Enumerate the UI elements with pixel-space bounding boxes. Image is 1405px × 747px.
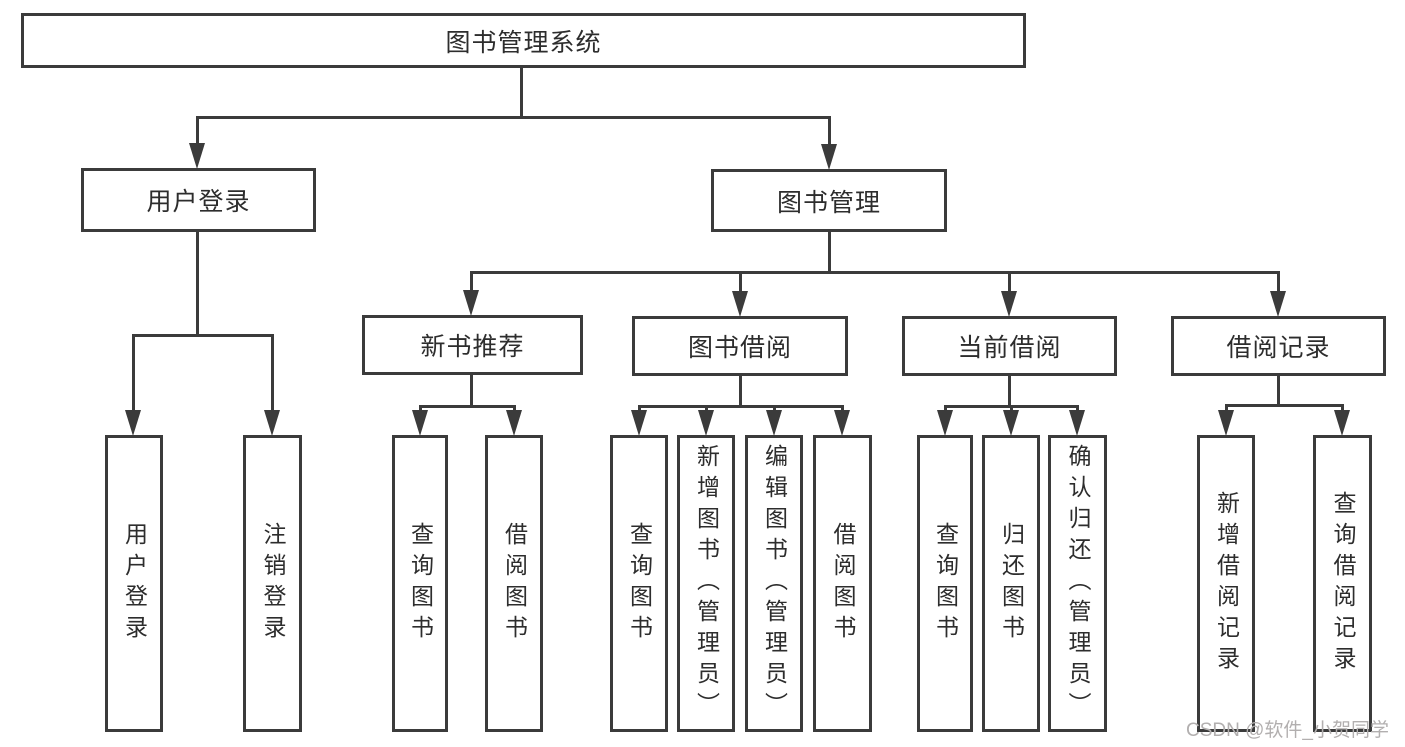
connector-stub-borrow-records [1276, 374, 1280, 407]
connector-drop-user-login-1 [270, 335, 274, 416]
node-leaf-add-borrow-record: 新增借阅记录 [1197, 435, 1255, 732]
node-leaf-logout: 注销登录 [243, 435, 302, 732]
node-leaf-query-books-current: 查询图书 [917, 435, 973, 732]
arrow-down-icon-book-management-3 [1270, 291, 1286, 317]
node-borrowing-records: 借阅记录 [1171, 316, 1386, 376]
node-book-borrowing: 图书借阅 [632, 316, 848, 376]
arrow-down-icon-new-book-0 [412, 410, 428, 436]
arrow-down-icon-current-borrow-1 [1003, 410, 1019, 436]
connector-drop-root-0 [195, 117, 199, 149]
node-label: 编辑图书（管理员） [761, 444, 788, 723]
node-book-management: 图书管理 [711, 169, 947, 232]
connector-stub-current-borrow [1007, 374, 1011, 408]
connector-drop-root-1 [827, 117, 831, 150]
node-leaf-add-books-admin: 新增图书（管理员） [677, 435, 735, 732]
node-leaf-borrow-books: 借阅图书 [813, 435, 872, 732]
connector-rail-book-management [469, 270, 1280, 274]
node-label: 借阅图书 [501, 521, 528, 646]
node-label: 借阅图书 [830, 521, 856, 646]
arrow-down-icon-book-borrowing-1 [698, 410, 714, 436]
arrow-down-icon-book-management-2 [1001, 291, 1017, 317]
watermark: CSDN @软件_小贺同学 [1186, 720, 1389, 741]
node-label: 图书借阅 [687, 334, 792, 362]
arrow-down-icon-borrow-records-1 [1334, 410, 1350, 436]
connector-rail-user-login [131, 333, 274, 337]
node-new-book-recommendation: 新书推荐 [362, 315, 583, 375]
arrow-down-icon-book-borrowing-3 [834, 410, 850, 436]
connector-drop-book-management-3 [1276, 272, 1280, 297]
node-label: 图书管理系统 [445, 28, 602, 57]
connector-stub-root [519, 68, 523, 119]
node-current-borrowing: 当前借阅 [902, 316, 1117, 376]
connector-rail-root [195, 115, 831, 119]
node-label: 图书管理 [776, 188, 881, 217]
arrow-down-icon-book-management-0 [463, 290, 479, 316]
arrow-down-icon-borrow-records-0 [1218, 410, 1234, 436]
connector-stub-book-management [827, 230, 831, 274]
node-label: 当前借阅 [957, 334, 1062, 362]
node-label: 新增图书（管理员） [693, 444, 720, 723]
node-leaf-query-books-borrowing: 查询图书 [610, 435, 668, 732]
arrow-down-icon-current-borrow-0 [937, 410, 953, 436]
node-label: 用户登录 [121, 521, 148, 646]
arrow-down-icon-current-borrow-2 [1069, 410, 1085, 436]
connector-rail-new-book [418, 404, 516, 408]
connector-stub-book-borrowing [738, 374, 742, 408]
node-library-management-system: 图书管理系统 [21, 13, 1026, 68]
connector-drop-book-management-2 [1007, 272, 1011, 297]
node-label: 查询图书 [932, 521, 959, 646]
node-leaf-return-books: 归还图书 [982, 435, 1040, 732]
arrow-down-icon-book-management-1 [732, 291, 748, 317]
node-label: 查询借阅记录 [1330, 490, 1356, 677]
node-leaf-query-borrow-record: 查询借阅记录 [1313, 435, 1372, 732]
arrow-down-icon-user-login-0 [125, 410, 141, 436]
arrow-down-icon-book-borrowing-0 [631, 410, 647, 436]
connector-drop-book-management-1 [738, 272, 742, 297]
node-leaf-confirm-return-admin: 确认归还（管理员） [1048, 435, 1107, 732]
node-label: 用户登录 [146, 188, 251, 216]
node-leaf-borrow-books-recommend: 借阅图书 [485, 435, 543, 732]
node-label: 查询图书 [407, 521, 434, 646]
connector-drop-book-management-0 [469, 272, 473, 296]
connector-rail-borrow-records [1224, 403, 1344, 407]
node-label: 查询图书 [626, 521, 653, 646]
connector-drop-user-login-0 [131, 335, 135, 416]
arrow-down-icon-root-1 [821, 144, 837, 170]
node-leaf-query-books-recommend: 查询图书 [392, 435, 448, 732]
connector-rail-book-borrowing [637, 404, 844, 408]
arrow-down-icon-root-0 [189, 143, 205, 169]
arrow-down-icon-user-login-1 [264, 410, 280, 436]
node-label: 注销登录 [260, 521, 286, 646]
node-label: 归还图书 [998, 521, 1025, 646]
node-leaf-user-login: 用户登录 [105, 435, 163, 732]
node-label: 借阅记录 [1226, 334, 1331, 362]
node-label: 确认归还（管理员） [1065, 444, 1091, 723]
connector-stub-user-login [195, 230, 199, 337]
node-label: 新增借阅记录 [1213, 490, 1240, 677]
connector-stub-new-book [469, 373, 473, 408]
node-user-login: 用户登录 [81, 168, 316, 232]
arrow-down-icon-book-borrowing-2 [766, 410, 782, 436]
arrow-down-icon-new-book-1 [506, 410, 522, 436]
node-leaf-edit-books-admin: 编辑图书（管理员） [745, 435, 803, 732]
node-label: 新书推荐 [420, 333, 525, 361]
